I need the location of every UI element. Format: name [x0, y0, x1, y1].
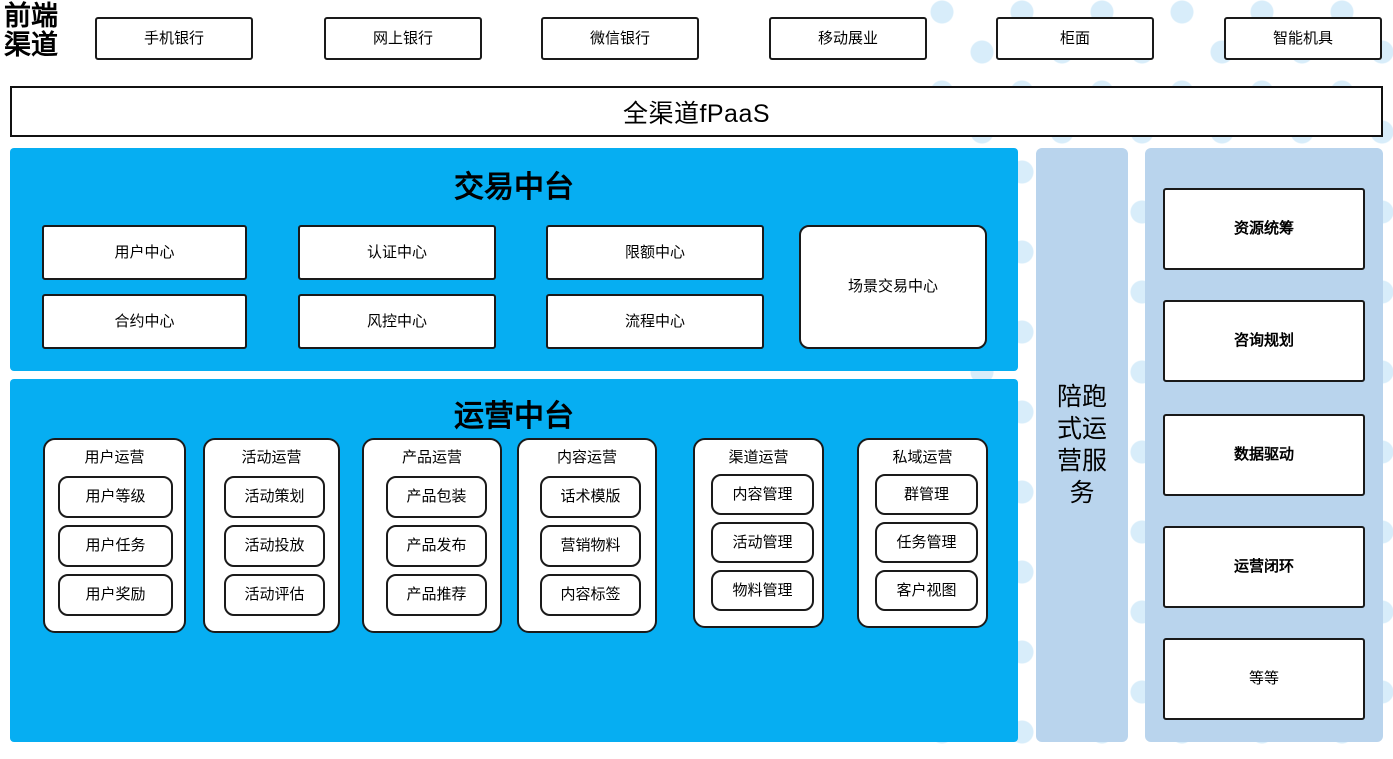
ops-group-title: 私域运营: [892, 449, 953, 466]
trade-box-process-center[interactable]: 流程中心: [546, 294, 764, 349]
ops-item-customer-view[interactable]: 客户视图: [875, 570, 978, 611]
trade-box-risk-center[interactable]: 风控中心: [298, 294, 496, 349]
ops-item-user-level[interactable]: 用户等级: [58, 476, 173, 518]
ops-item-marketing-material[interactable]: 营销物料: [540, 525, 641, 567]
capability-operation-closed-loop[interactable]: 运营闭环: [1163, 526, 1365, 608]
ops-group-title: 内容运营: [556, 449, 617, 466]
service-column-title: 陪跑 式运 营服 务: [1036, 381, 1128, 509]
ops-group-title: 产品运营: [401, 449, 462, 466]
ops-group-campaign-operations[interactable]: 活动运营 活动策划 活动投放 活动评估: [203, 438, 340, 633]
ops-group-user-operations[interactable]: 用户运营 用户等级 用户任务 用户奖励: [43, 438, 186, 633]
capability-consulting-planning[interactable]: 咨询规划: [1163, 300, 1365, 382]
front-channel-label-line1: 前端: [4, 1, 58, 31]
capability-resource-coordination[interactable]: 资源统筹: [1163, 188, 1365, 270]
ops-group-title: 渠道运营: [728, 449, 789, 466]
capability-column-panel: 资源统筹 咨询规划 数据驱动 运营闭环 等等: [1145, 148, 1383, 742]
channel-smart-machine[interactable]: 智能机具: [1224, 17, 1382, 60]
service-column-panel: 陪跑 式运 营服 务: [1036, 148, 1128, 742]
ops-item-product-recommend[interactable]: 产品推荐: [386, 574, 487, 616]
trade-box-limit-center[interactable]: 限额中心: [546, 225, 764, 280]
service-title-line3: 营服: [1056, 447, 1107, 475]
service-title-line2: 式运: [1056, 415, 1107, 443]
ops-item-script-template[interactable]: 话术模版: [540, 476, 641, 518]
ops-platform-panel: 运营中台 用户运营 用户等级 用户任务 用户奖励 活动运营 活动策划 活动投放 …: [10, 379, 1018, 742]
channel-mobile-business[interactable]: 移动展业: [769, 17, 927, 60]
front-channel-label-line2: 渠道: [4, 30, 58, 61]
ops-group-product-operations[interactable]: 产品运营 产品包装 产品发布 产品推荐: [362, 438, 502, 633]
ops-item-content-management[interactable]: 内容管理: [711, 474, 814, 515]
ops-item-product-packaging[interactable]: 产品包装: [386, 476, 487, 518]
ops-group-private-domain-operations[interactable]: 私域运营 群管理 任务管理 客户视图: [857, 438, 988, 628]
ops-item-campaign-planning[interactable]: 活动策划: [224, 476, 325, 518]
service-title-line1: 陪跑: [1056, 383, 1107, 411]
ops-item-product-release[interactable]: 产品发布: [386, 525, 487, 567]
fpaas-bar[interactable]: 全渠道fPaaS: [10, 86, 1383, 137]
ops-item-user-task[interactable]: 用户任务: [58, 525, 173, 567]
ops-item-material-management[interactable]: 物料管理: [711, 570, 814, 611]
trade-box-contract-center[interactable]: 合约中心: [42, 294, 247, 349]
channel-online-bank[interactable]: 网上银行: [324, 17, 482, 60]
ops-item-user-reward[interactable]: 用户奖励: [58, 574, 173, 616]
ops-group-title: 活动运营: [241, 449, 302, 466]
trade-box-auth-center[interactable]: 认证中心: [298, 225, 496, 280]
service-title-line4: 务: [1069, 479, 1095, 507]
trade-platform-panel: 交易中台 用户中心 认证中心 限额中心 合约中心 风控中心 流程中心 场景交易中…: [10, 148, 1018, 371]
capability-etc[interactable]: 等等: [1163, 638, 1365, 720]
channel-counter[interactable]: 柜面: [996, 17, 1154, 60]
front-channel-label: 前端 渠道: [4, 1, 82, 61]
ops-item-group-management[interactable]: 群管理: [875, 474, 978, 515]
ops-platform-title: 运营中台: [454, 400, 574, 433]
ops-group-content-operations[interactable]: 内容运营 话术模版 营销物料 内容标签: [517, 438, 657, 633]
ops-group-title: 用户运营: [84, 449, 145, 466]
trade-platform-title: 交易中台: [454, 171, 574, 204]
trade-box-scenario-trade-center[interactable]: 场景交易中心: [799, 225, 987, 349]
ops-item-campaign-delivery[interactable]: 活动投放: [224, 525, 325, 567]
channel-mobile-bank[interactable]: 手机银行: [95, 17, 253, 60]
ops-item-task-management[interactable]: 任务管理: [875, 522, 978, 563]
ops-item-campaign-management[interactable]: 活动管理: [711, 522, 814, 563]
channel-wechat-bank[interactable]: 微信银行: [541, 17, 699, 60]
ops-group-channel-operations[interactable]: 渠道运营 内容管理 活动管理 物料管理: [693, 438, 824, 628]
ops-item-campaign-evaluation[interactable]: 活动评估: [224, 574, 325, 616]
ops-item-content-tag[interactable]: 内容标签: [540, 574, 641, 616]
capability-data-driven[interactable]: 数据驱动: [1163, 414, 1365, 496]
trade-box-user-center[interactable]: 用户中心: [42, 225, 247, 280]
